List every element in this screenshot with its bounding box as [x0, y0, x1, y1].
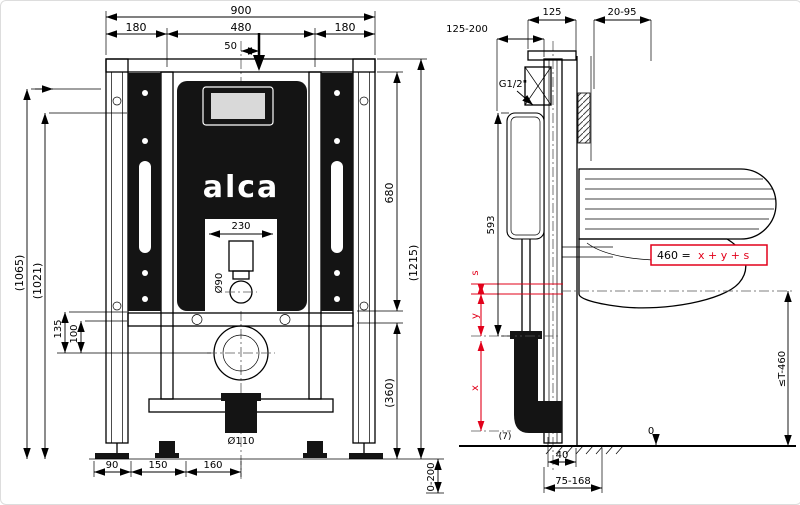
dim-inlet-offset: 50	[224, 41, 237, 52]
var-y-label: y	[470, 313, 481, 319]
dim-drain-diameter: Ø110	[228, 435, 255, 447]
side-view: s y x 460 = x + y + s G1/2" 125 20-95	[446, 7, 796, 493]
dim-flush-plate-width: 230	[231, 221, 250, 232]
floor-zero-label: 0	[648, 426, 654, 437]
brand-logo: alca	[203, 170, 280, 205]
dim-593: 593	[486, 215, 497, 234]
formula-rhs: x + y + s	[698, 249, 749, 262]
dim-75-168: 75-168	[555, 476, 590, 487]
side-right-dimensions: ≤T-460	[777, 291, 792, 446]
dim-100: 100	[69, 324, 80, 343]
formula-box: 460 = x + y + s	[650, 244, 768, 266]
dim-7: (7)	[499, 432, 512, 442]
dim-90: 90	[106, 460, 119, 471]
dim-left-offset: 180	[126, 21, 147, 34]
dim-160: 160	[203, 460, 222, 471]
adjustable-feet	[89, 441, 393, 460]
dim-seat-height: ≤T-460	[777, 351, 788, 387]
flush-pipe-assembly: 230 Ø90 Ø110	[207, 221, 275, 447]
thread-label: G1/2"	[499, 79, 527, 90]
dim-right-offset: 180	[335, 21, 356, 34]
side-top-dimensions: 125 20-95 125-200	[446, 7, 652, 111]
side-left-dimensions: 593	[486, 112, 515, 337]
dim-150: 150	[148, 460, 167, 471]
dim-40: 40	[556, 450, 569, 461]
front-top-dimensions: 900 180 480 180 50	[105, 4, 376, 67]
side-frame-profile	[506, 50, 577, 444]
dim-height-inner: (1021)	[31, 263, 44, 300]
water-connection-label: G1/2"	[499, 79, 534, 106]
var-s-label: s	[470, 270, 481, 275]
dim-20-95: 20-95	[607, 7, 636, 18]
dim-height-total: (1065)	[13, 255, 26, 292]
dim-135: 135	[53, 319, 64, 338]
side-panels	[128, 73, 353, 311]
flush-plate-opening	[202, 86, 274, 126]
var-x-label: x	[470, 385, 481, 391]
front-bottom-dimensions: 90 150 160	[93, 460, 242, 477]
formula-lhs: 460 =	[657, 249, 691, 262]
dim-680: 680	[383, 183, 396, 204]
dim-125: 125	[542, 7, 561, 18]
dim-center-width: 480	[231, 21, 252, 34]
front-left-dimensions: (1065) (1021) 135 100	[13, 88, 211, 459]
variable-dimensions: s y x	[470, 270, 485, 431]
front-right-dimensions: 680 (1215) (360) 0-200	[357, 58, 444, 494]
dim-360: (360)	[383, 378, 396, 408]
dim-overall-width: 900	[231, 4, 252, 17]
dim-125-200: 125-200	[446, 24, 488, 35]
dim-foot-adjust: 0-200	[426, 462, 437, 491]
side-bottom-dimensions: (7) 40 75-168 0	[459, 426, 796, 493]
finished-wall	[576, 56, 592, 446]
water-inlet-arrow	[253, 33, 265, 71]
wall-hung-toilet	[562, 168, 777, 309]
front-view: alca 230 Ø90 Ø110	[13, 4, 444, 494]
dim-flush-pipe-diameter: Ø90	[213, 273, 225, 294]
dim-frame-height: (1215)	[407, 245, 420, 282]
cistern: alca	[177, 81, 307, 311]
